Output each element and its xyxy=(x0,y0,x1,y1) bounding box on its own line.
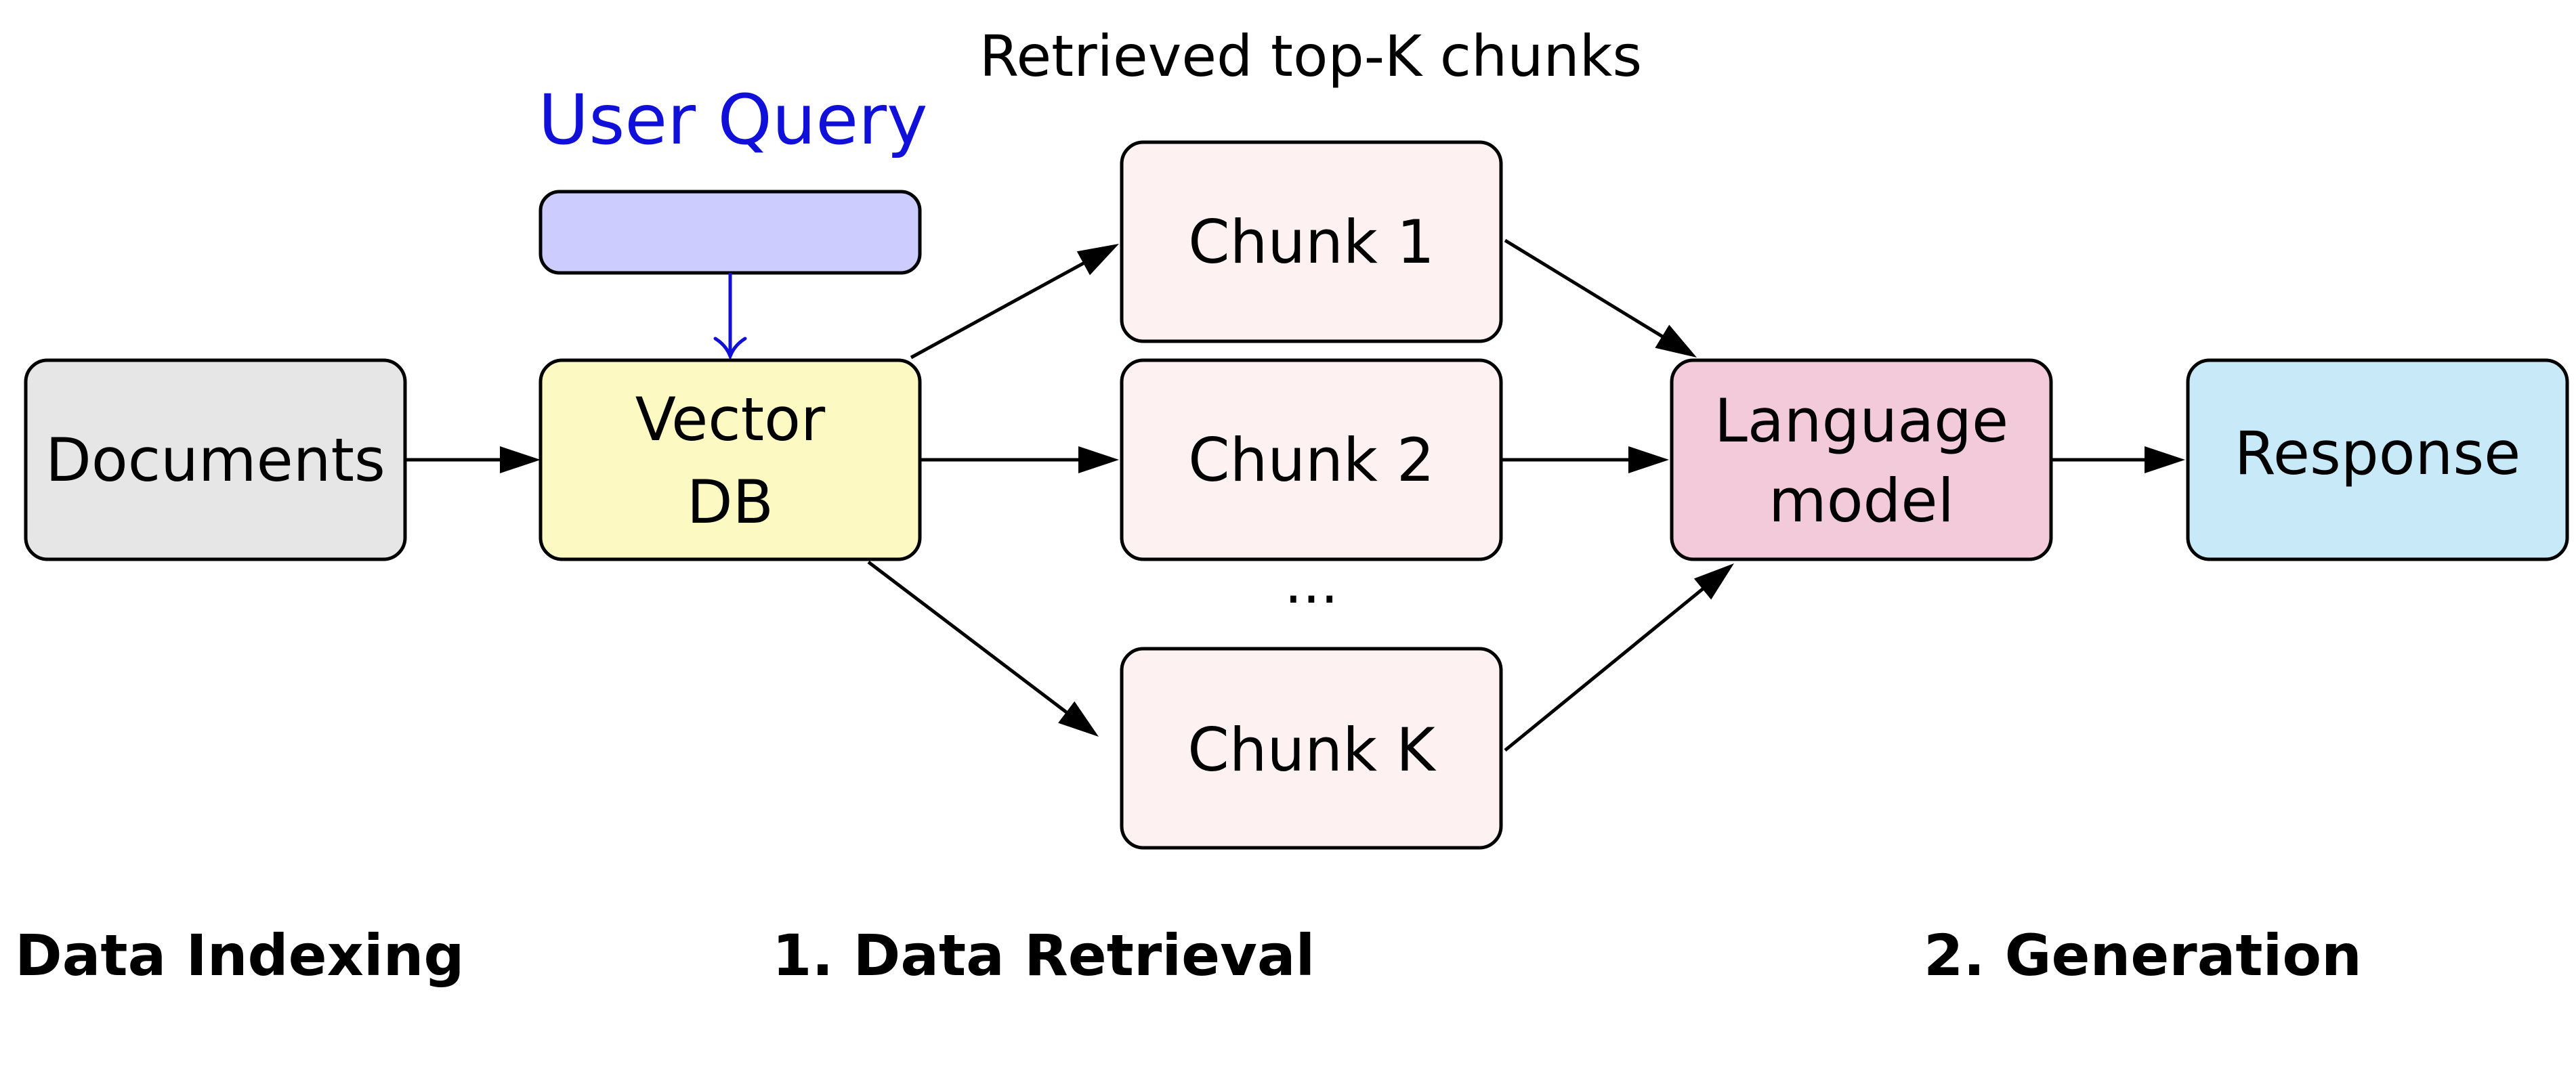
language-model-label-line1: Language xyxy=(1714,386,2008,456)
edge-documents-to-vector-db xyxy=(405,446,541,473)
arrowhead xyxy=(500,446,541,473)
vector-db-label-line2: DB xyxy=(687,467,774,537)
section-data-indexing: Data Indexing xyxy=(15,922,465,989)
user-query-label: User Query xyxy=(539,80,928,160)
arrowhead xyxy=(1693,563,1734,600)
response-label: Response xyxy=(2235,418,2521,488)
user-query-box xyxy=(539,190,922,275)
edge-language-model-to-response xyxy=(2051,446,2185,473)
vector-db-label-line1: Vector xyxy=(635,385,826,454)
edge-vector-db-to-chunk-1 xyxy=(910,244,1119,360)
chunk-k-node: Chunk K xyxy=(1120,647,1503,850)
response-node: Response xyxy=(2186,358,2569,561)
arrowhead xyxy=(1078,446,1119,473)
arrowhead xyxy=(2145,446,2185,473)
edge-vector-db-to-chunk-k xyxy=(867,561,1099,737)
edge-vector-db-to-chunk-2 xyxy=(920,446,1119,473)
edge-chunk-1-to-language-model xyxy=(1504,238,1697,358)
arrowhead xyxy=(1058,701,1099,737)
query-arrow xyxy=(713,273,747,362)
edge-chunk-k-to-language-model xyxy=(1504,563,1734,752)
arrowhead xyxy=(1655,324,1697,358)
chunk-2-label: Chunk 2 xyxy=(1188,425,1435,495)
chunks-title: Retrieved top-K chunks xyxy=(979,23,1642,89)
chunk-1-label: Chunk 1 xyxy=(1188,207,1435,277)
documents-label: Documents xyxy=(45,425,385,495)
edges xyxy=(405,238,2185,752)
arrowhead xyxy=(1628,446,1669,473)
section-generation: 2. Generation xyxy=(1924,922,2362,989)
vector-db-node: Vector DB xyxy=(539,358,922,561)
language-model-label-line2: model xyxy=(1769,466,1954,536)
chunks-ellipsis: ... xyxy=(1284,550,1338,616)
documents-node: Documents xyxy=(24,358,407,561)
edge-chunk-2-to-language-model xyxy=(1501,446,1669,473)
chunk-1-node: Chunk 1 xyxy=(1120,140,1503,343)
chunk-k-label: Chunk K xyxy=(1187,715,1437,785)
chunk-2-node: Chunk 2 xyxy=(1120,358,1503,561)
arrowhead xyxy=(1076,244,1119,276)
language-model-node: Language model xyxy=(1670,358,2053,561)
section-data-retrieval: 1. Data Retrieval xyxy=(772,922,1315,989)
